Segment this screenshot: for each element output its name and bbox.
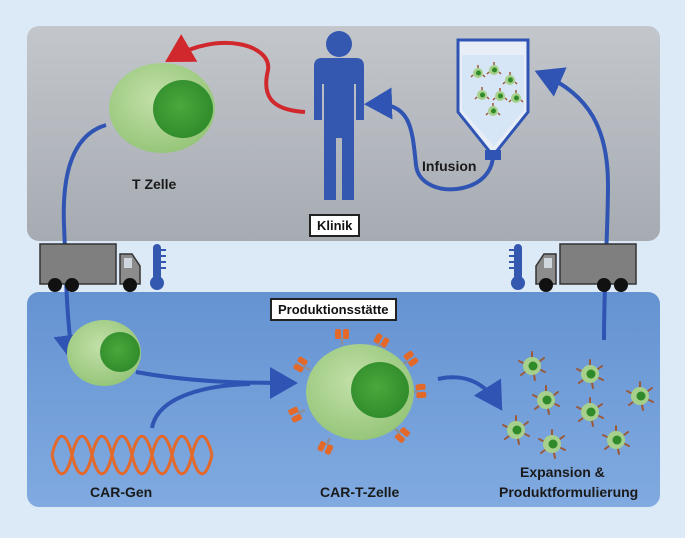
person-icon xyxy=(314,31,364,200)
t-cell-icon xyxy=(67,320,141,386)
production-site-label: Produktionsstätte xyxy=(270,298,397,321)
t-cell-label: T Zelle xyxy=(132,176,177,192)
car-t-cell-label: CAR-T-Zelle xyxy=(320,484,400,500)
expansion-label-line1: Expansion & xyxy=(520,464,605,480)
expansion-label-line2: Produktformulierung xyxy=(499,484,639,500)
truck-icon xyxy=(39,243,141,292)
infusion-arrow xyxy=(364,87,495,192)
thermometer-icon xyxy=(509,244,525,290)
return-arrow xyxy=(165,34,306,114)
to-production-arrow xyxy=(53,123,107,363)
car-t-cell-icon xyxy=(286,327,428,457)
merge-arrow-cell xyxy=(135,366,298,399)
dna-icon xyxy=(50,434,214,476)
thermometer-icon xyxy=(150,244,166,290)
t-cell-icon xyxy=(109,63,215,153)
truck-icon xyxy=(535,243,637,292)
expansion-arrow xyxy=(437,375,503,411)
merge-arrow-gene xyxy=(150,382,251,429)
clinic-label: Klinik xyxy=(309,214,361,237)
infusion-label: Infusion xyxy=(422,158,477,174)
infusion-bag-icon xyxy=(456,38,530,160)
car-gene-label: CAR-Gen xyxy=(90,484,153,500)
